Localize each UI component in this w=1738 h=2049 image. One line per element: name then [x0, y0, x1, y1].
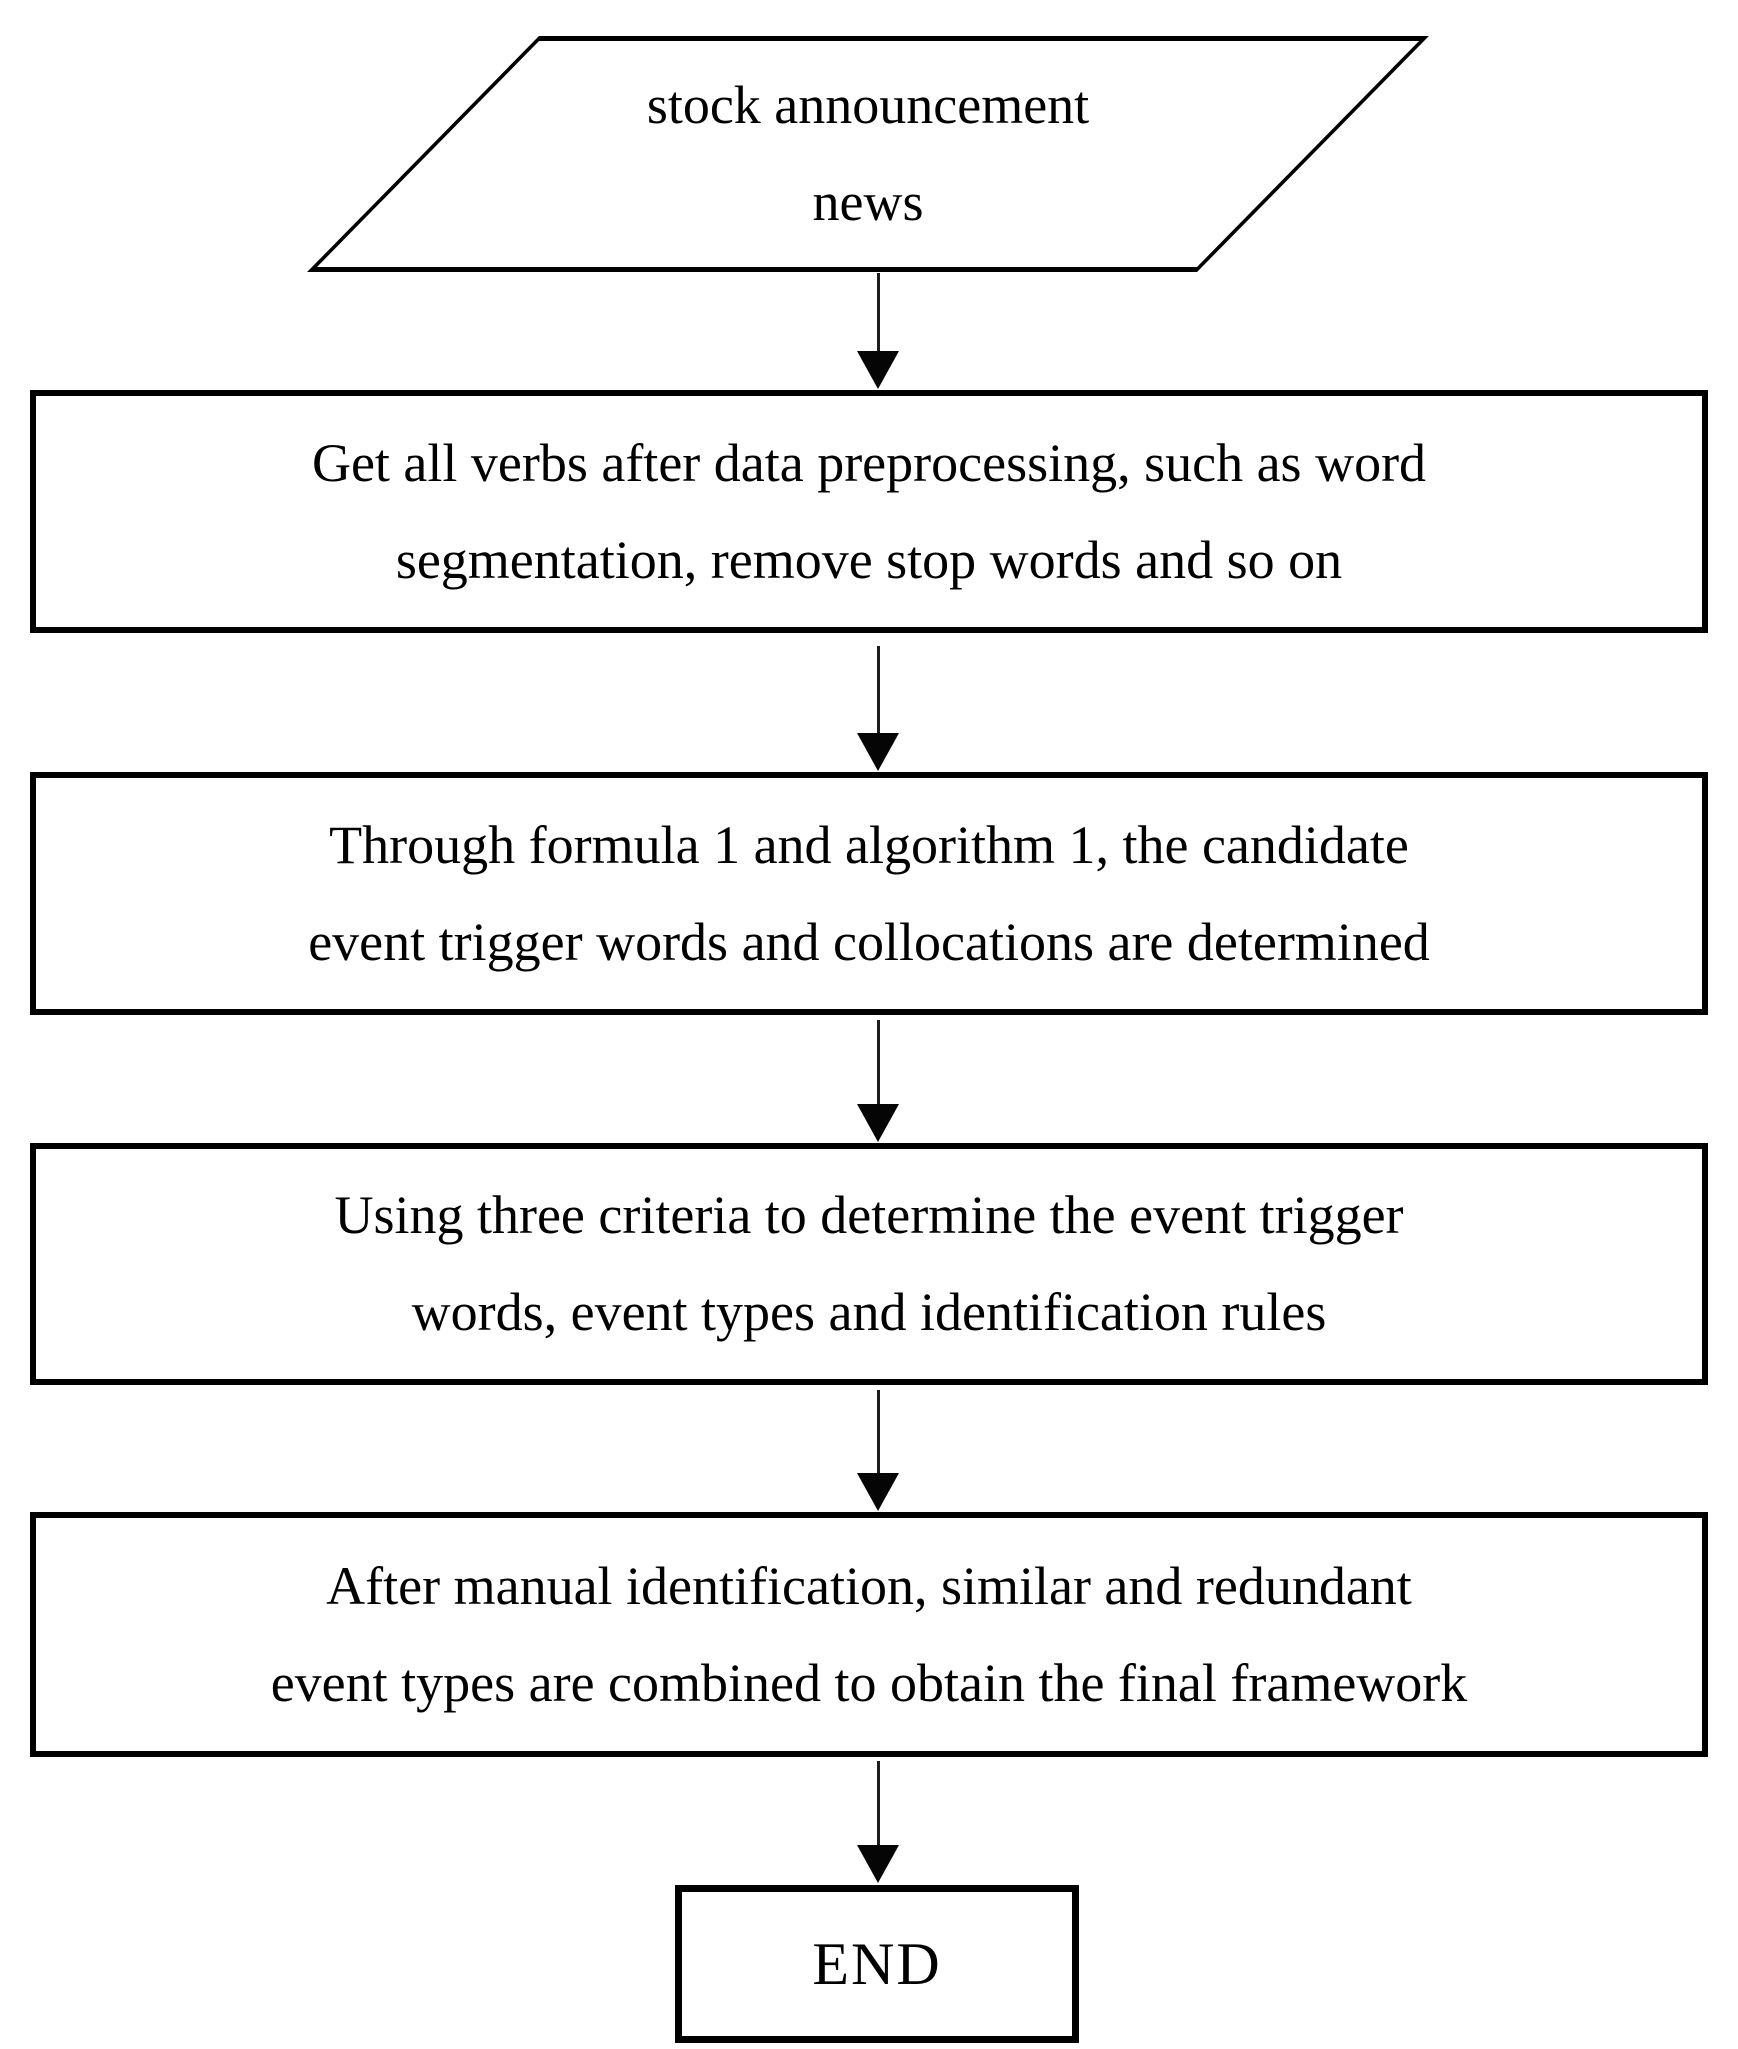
- arrow-head-icon: [857, 1104, 899, 1142]
- process-box-1-line-1: Get all verbs after data preprocessing, …: [311, 432, 1427, 493]
- start-node-line-1: stock announcement: [646, 75, 1090, 135]
- arrow-line: [876, 1761, 880, 1845]
- process-box-3-line-2: words, event types and identification ru…: [411, 1282, 1327, 1342]
- arrow-head-icon: [857, 351, 899, 389]
- process-box-4: After manual identification, similar and…: [30, 1512, 1708, 1757]
- process-box-2-line-2: event trigger words and collocations are…: [308, 911, 1430, 972]
- flow-arrow-5: [856, 1761, 900, 1883]
- process-box-2-line-1: Through formula 1 and algorithm 1, the c…: [329, 814, 1409, 875]
- arrow-head-icon: [857, 1473, 899, 1511]
- process-box-3: Using three criteria to determine the ev…: [30, 1143, 1708, 1385]
- flow-arrow-1: [856, 273, 900, 389]
- process-box-1-line-2: segmentation, remove stop words and so o…: [395, 529, 1343, 590]
- arrow-head-icon: [857, 733, 899, 771]
- process-box-4-line-2: event types are combined to obtain the f…: [270, 1652, 1468, 1713]
- process-box-1: Get all verbs after data preprocessing, …: [30, 390, 1708, 633]
- flow-arrow-2: [856, 646, 900, 771]
- end-node-label: END: [812, 1930, 942, 1997]
- start-node-line-2: news: [812, 172, 924, 232]
- process-box-3-line-1: Using three criteria to determine the ev…: [334, 1185, 1404, 1245]
- arrow-line: [876, 1390, 880, 1473]
- arrow-line: [876, 273, 880, 351]
- arrow-line: [876, 1020, 880, 1104]
- end-node: END: [675, 1885, 1079, 2043]
- start-node: stock announcement news: [423, 36, 1313, 272]
- process-box-4-line-1: After manual identification, similar and…: [326, 1555, 1412, 1616]
- arrow-head-icon: [857, 1845, 899, 1883]
- flow-arrow-3: [856, 1020, 900, 1142]
- arrow-line: [876, 646, 880, 733]
- flow-arrow-4: [856, 1390, 900, 1511]
- process-box-2: Through formula 1 and algorithm 1, the c…: [30, 772, 1708, 1015]
